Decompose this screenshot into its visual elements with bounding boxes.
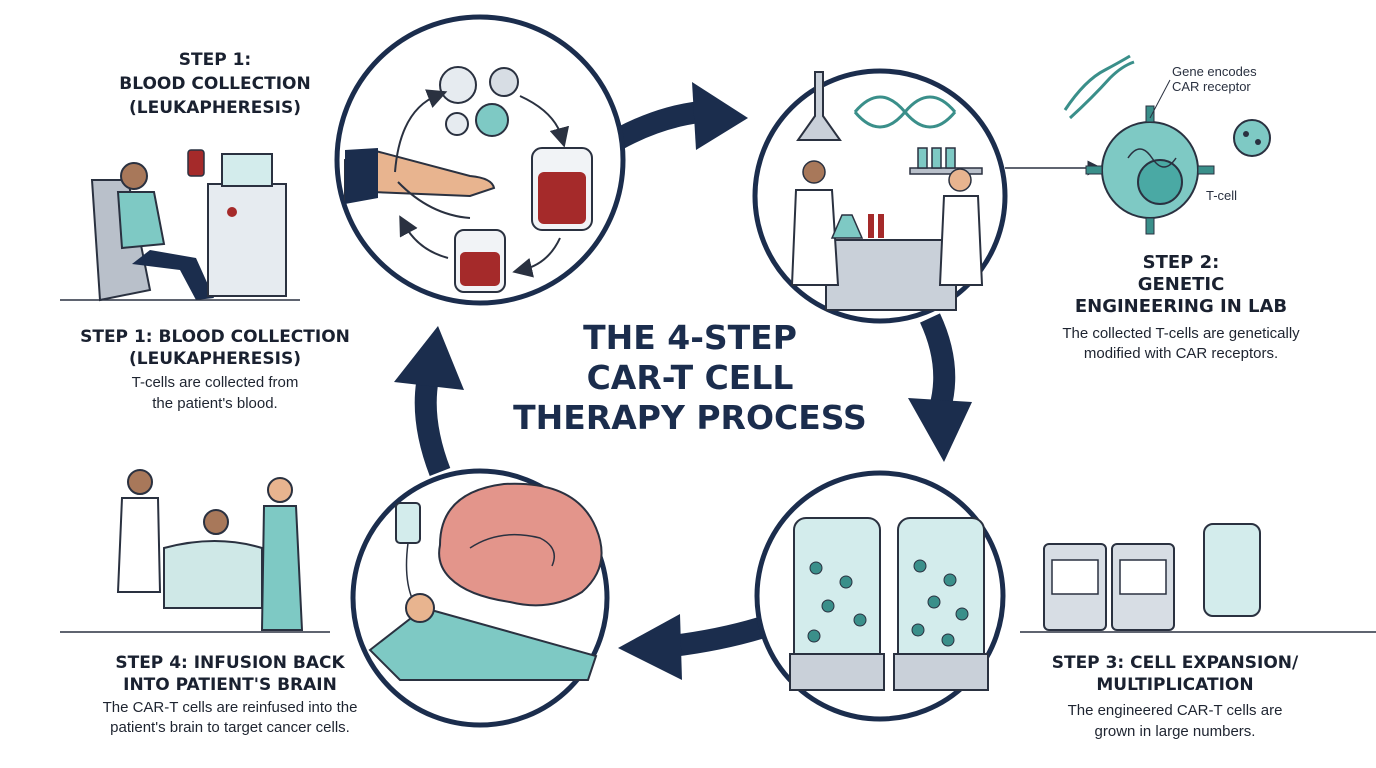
step1-top-heading: STEP 1: BLOOD COLLECTION (LEUKAPHERESIS)	[90, 48, 340, 120]
dna-helix-icon	[853, 95, 957, 129]
t-cell-illustration	[1005, 54, 1271, 235]
heading-line: STEP 1:	[178, 50, 252, 70]
annotation-line: Gene encodes	[1172, 64, 1257, 79]
apheresis-machine	[207, 183, 287, 297]
step1-heading: STEP 1: BLOOD COLLECTION	[80, 327, 350, 347]
step1-description: the patient's blood.	[152, 395, 278, 412]
lab-bench	[825, 239, 957, 311]
step3-heading: MULTIPLICATION	[1096, 675, 1254, 695]
step4-description: The CAR-T cells are reinfused into the	[102, 699, 358, 716]
patient-figure	[368, 593, 598, 681]
blood-cell-icon	[439, 66, 477, 104]
step2-caption: STEP 2: GENETIC ENGINEERING IN LAB The c…	[1016, 252, 1346, 364]
scientist-figure	[938, 168, 984, 286]
step3-description: The engineered CAR-T cells are	[1067, 702, 1283, 719]
step2-heading: GENETIC	[1137, 274, 1225, 295]
step2-description: The collected T-cells are genetically	[1062, 325, 1300, 342]
step2-heading: ENGINEERING IN LAB	[1074, 296, 1288, 317]
arrow-step2-to-step3	[919, 313, 956, 411]
arm-illustration	[344, 148, 496, 202]
arrow-head-step2	[692, 82, 748, 150]
step2-heading: STEP 2:	[1142, 252, 1220, 273]
arrow-step3-to-step4	[670, 617, 764, 657]
fume-hood	[796, 71, 842, 141]
step1-description: T-cells are collected from	[131, 374, 299, 391]
annotation-line: CAR receptor	[1172, 79, 1251, 94]
heading-line: (LEUKAPHERESIS)	[129, 98, 301, 118]
bioreactor-icon	[893, 517, 989, 691]
step3-heading: STEP 3: CELL EXPANSION/	[1051, 653, 1299, 673]
cycle-arrows	[394, 82, 972, 680]
incubator-illustration	[1020, 523, 1376, 633]
blood-bag-icon	[454, 229, 506, 293]
gene-annotation: Gene encodes CAR receptor	[1172, 64, 1292, 94]
bioreactor-icon	[789, 517, 885, 691]
t-cell-label: T-cell	[1206, 188, 1238, 203]
step1-heading: (LEUKAPHERESIS)	[129, 349, 301, 369]
arrow-step4-to-step1	[414, 375, 451, 476]
dna-helix-icon	[1063, 54, 1135, 120]
title-line: THERAPY PROCESS	[513, 398, 867, 437]
bioreactor-icon	[1203, 523, 1261, 617]
iv-bag-icon	[395, 502, 421, 613]
arrow-head-step4	[618, 614, 682, 680]
circle-blood-collection	[334, 14, 626, 306]
step1-caption: STEP 1: BLOOD COLLECTION (LEUKAPHERESIS)…	[60, 326, 370, 414]
step4-heading: STEP 4: INFUSION BACK	[115, 653, 345, 673]
circle-infusion	[350, 468, 610, 728]
arrow-head-step1	[394, 326, 464, 390]
step3-description: grown in large numbers.	[1094, 723, 1256, 740]
blood-bag-icon	[187, 149, 205, 177]
nurse-figure	[260, 477, 304, 631]
hospital-bed-illustration	[60, 469, 330, 633]
scientist-figure	[790, 160, 840, 286]
step3-caption: STEP 3: CELL EXPANSION/ MULTIPLICATION T…	[1010, 652, 1340, 742]
step2-description: modified with CAR receptors.	[1083, 345, 1279, 362]
title-line: THE 4-STEP	[583, 318, 797, 357]
step4-caption: STEP 4: INFUSION BACK INTO PATIENT'S BRA…	[60, 652, 400, 738]
brain-icon	[438, 482, 603, 607]
cancer-cell-icon	[1233, 119, 1271, 157]
arrow-head-step3	[908, 398, 972, 462]
leukapheresis-patient-illustration	[60, 149, 300, 302]
title-line: CAR-T CELL	[586, 358, 794, 397]
step4-description: patient's brain to target cancer cells.	[110, 719, 350, 736]
blood-bag-icon	[531, 147, 593, 231]
step4-heading: INTO PATIENT'S BRAIN	[123, 675, 337, 695]
doctor-figure	[116, 469, 162, 593]
circle-cell-expansion	[754, 470, 1006, 722]
circle-genetic-lab	[752, 68, 1008, 324]
main-title: THE 4-STEP CAR-T CELL THERAPY PROCESS	[480, 318, 900, 438]
heading-line: BLOOD COLLECTION	[119, 74, 311, 94]
